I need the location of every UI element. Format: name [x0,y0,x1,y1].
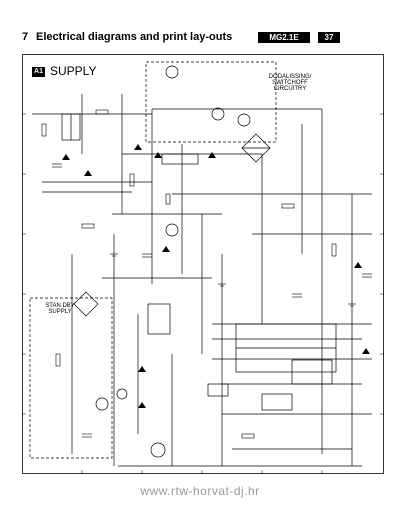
grid-ticks [22,113,384,474]
warning-triangles [62,144,370,408]
passive-components [41,109,372,439]
sheet-border [22,54,384,474]
page-header: 7 Electrical diagrams and print lay-outs… [0,30,400,46]
bridge-rectifier [241,133,271,163]
dodal-circuit-box [145,61,277,143]
control-ic [147,303,171,335]
section-number: 7 [22,31,29,43]
standby-circuit-box [29,297,113,459]
ground-symbols [110,253,356,307]
model-badge: MG2.1E [258,32,310,43]
standby-supply-label: STAN DBY SUPPLY [45,303,75,315]
transistor-group [95,65,251,458]
transformer [61,113,81,141]
dodal-circuit-label: DODALISSING/ SWITCHOFF CIRCUITRY [268,74,312,92]
sheet-title: SUPPLY [50,64,97,78]
standby-bridge-rectifier [73,291,99,317]
watermark-url: www.rtw-horvat-dj.hr [140,484,260,498]
regulator-ic-block [235,323,337,385]
schematic-sheet [22,54,384,474]
vertical-wires [71,94,353,466]
power-bus-lines [32,108,372,467]
sheet-tag: A1 [32,67,45,77]
page-number-badge: 37 [318,32,340,43]
ic-small-blocks [161,153,293,411]
section-title: Electrical diagrams and print lay-outs [36,31,233,43]
